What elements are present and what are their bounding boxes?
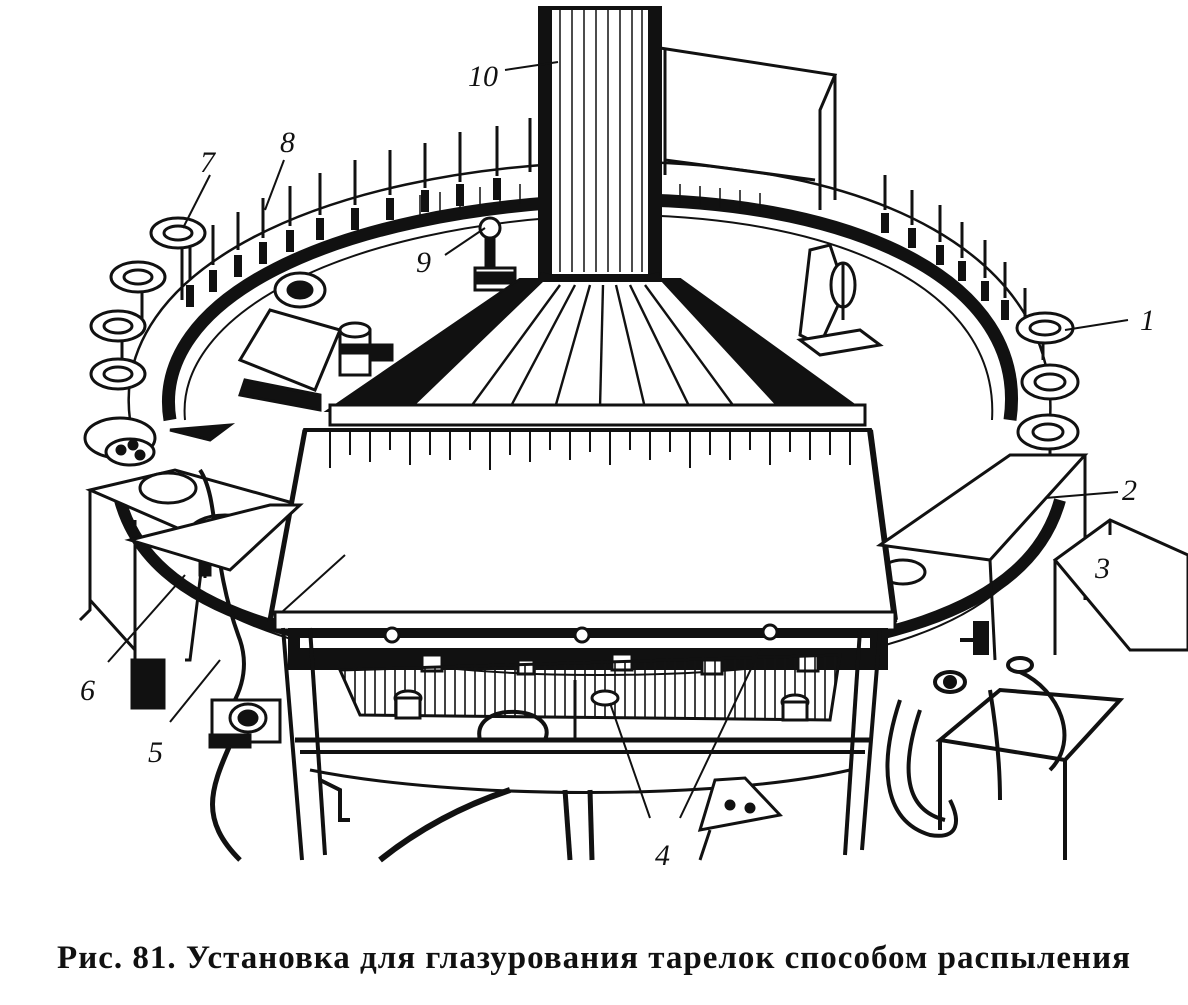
glazing-installation-drawing: 1 2 3 4 5 6 7 8 9 10 — [78, 6, 1188, 872]
callout-9: 9 — [416, 246, 431, 279]
pedal-assembly — [697, 776, 783, 861]
callout-7: 7 — [200, 146, 217, 179]
callouts: 1 2 3 4 5 6 7 8 9 10 — [80, 60, 1155, 872]
exhaust-column-10 — [538, 6, 662, 288]
callout-1: 1 — [1140, 304, 1155, 337]
pump-unit-5 — [208, 698, 282, 862]
booth-frame — [281, 627, 882, 863]
spray-booth — [267, 428, 898, 632]
motor-box-3 — [1052, 518, 1188, 655]
callout-8: 8 — [280, 126, 295, 159]
holder-rods — [188, 118, 1027, 320]
back-frame — [659, 46, 838, 210]
right-stand — [796, 243, 884, 357]
figure-caption: Рис. 81. Установка для глазурования таре… — [57, 940, 1131, 976]
callout-6: 6 — [80, 674, 95, 707]
left-bench — [78, 423, 305, 722]
callout-5: 5 — [148, 736, 163, 769]
callout-3: 3 — [1094, 552, 1110, 585]
side-troughs — [124, 453, 1089, 661]
callout-4: 4 — [655, 839, 670, 872]
holder-rod-tips — [186, 178, 1009, 320]
leader-lines — [107, 61, 1129, 819]
glaze-sump — [337, 653, 842, 722]
callout-2: 2 — [1122, 474, 1137, 507]
exhaust-hood — [323, 278, 867, 427]
left-drive-unit — [237, 271, 394, 412]
right-lower-assembly — [885, 621, 1125, 860]
plates-left — [83, 216, 207, 467]
callout-10: 10 — [468, 60, 498, 93]
spray-nozzle-9 — [473, 216, 517, 292]
